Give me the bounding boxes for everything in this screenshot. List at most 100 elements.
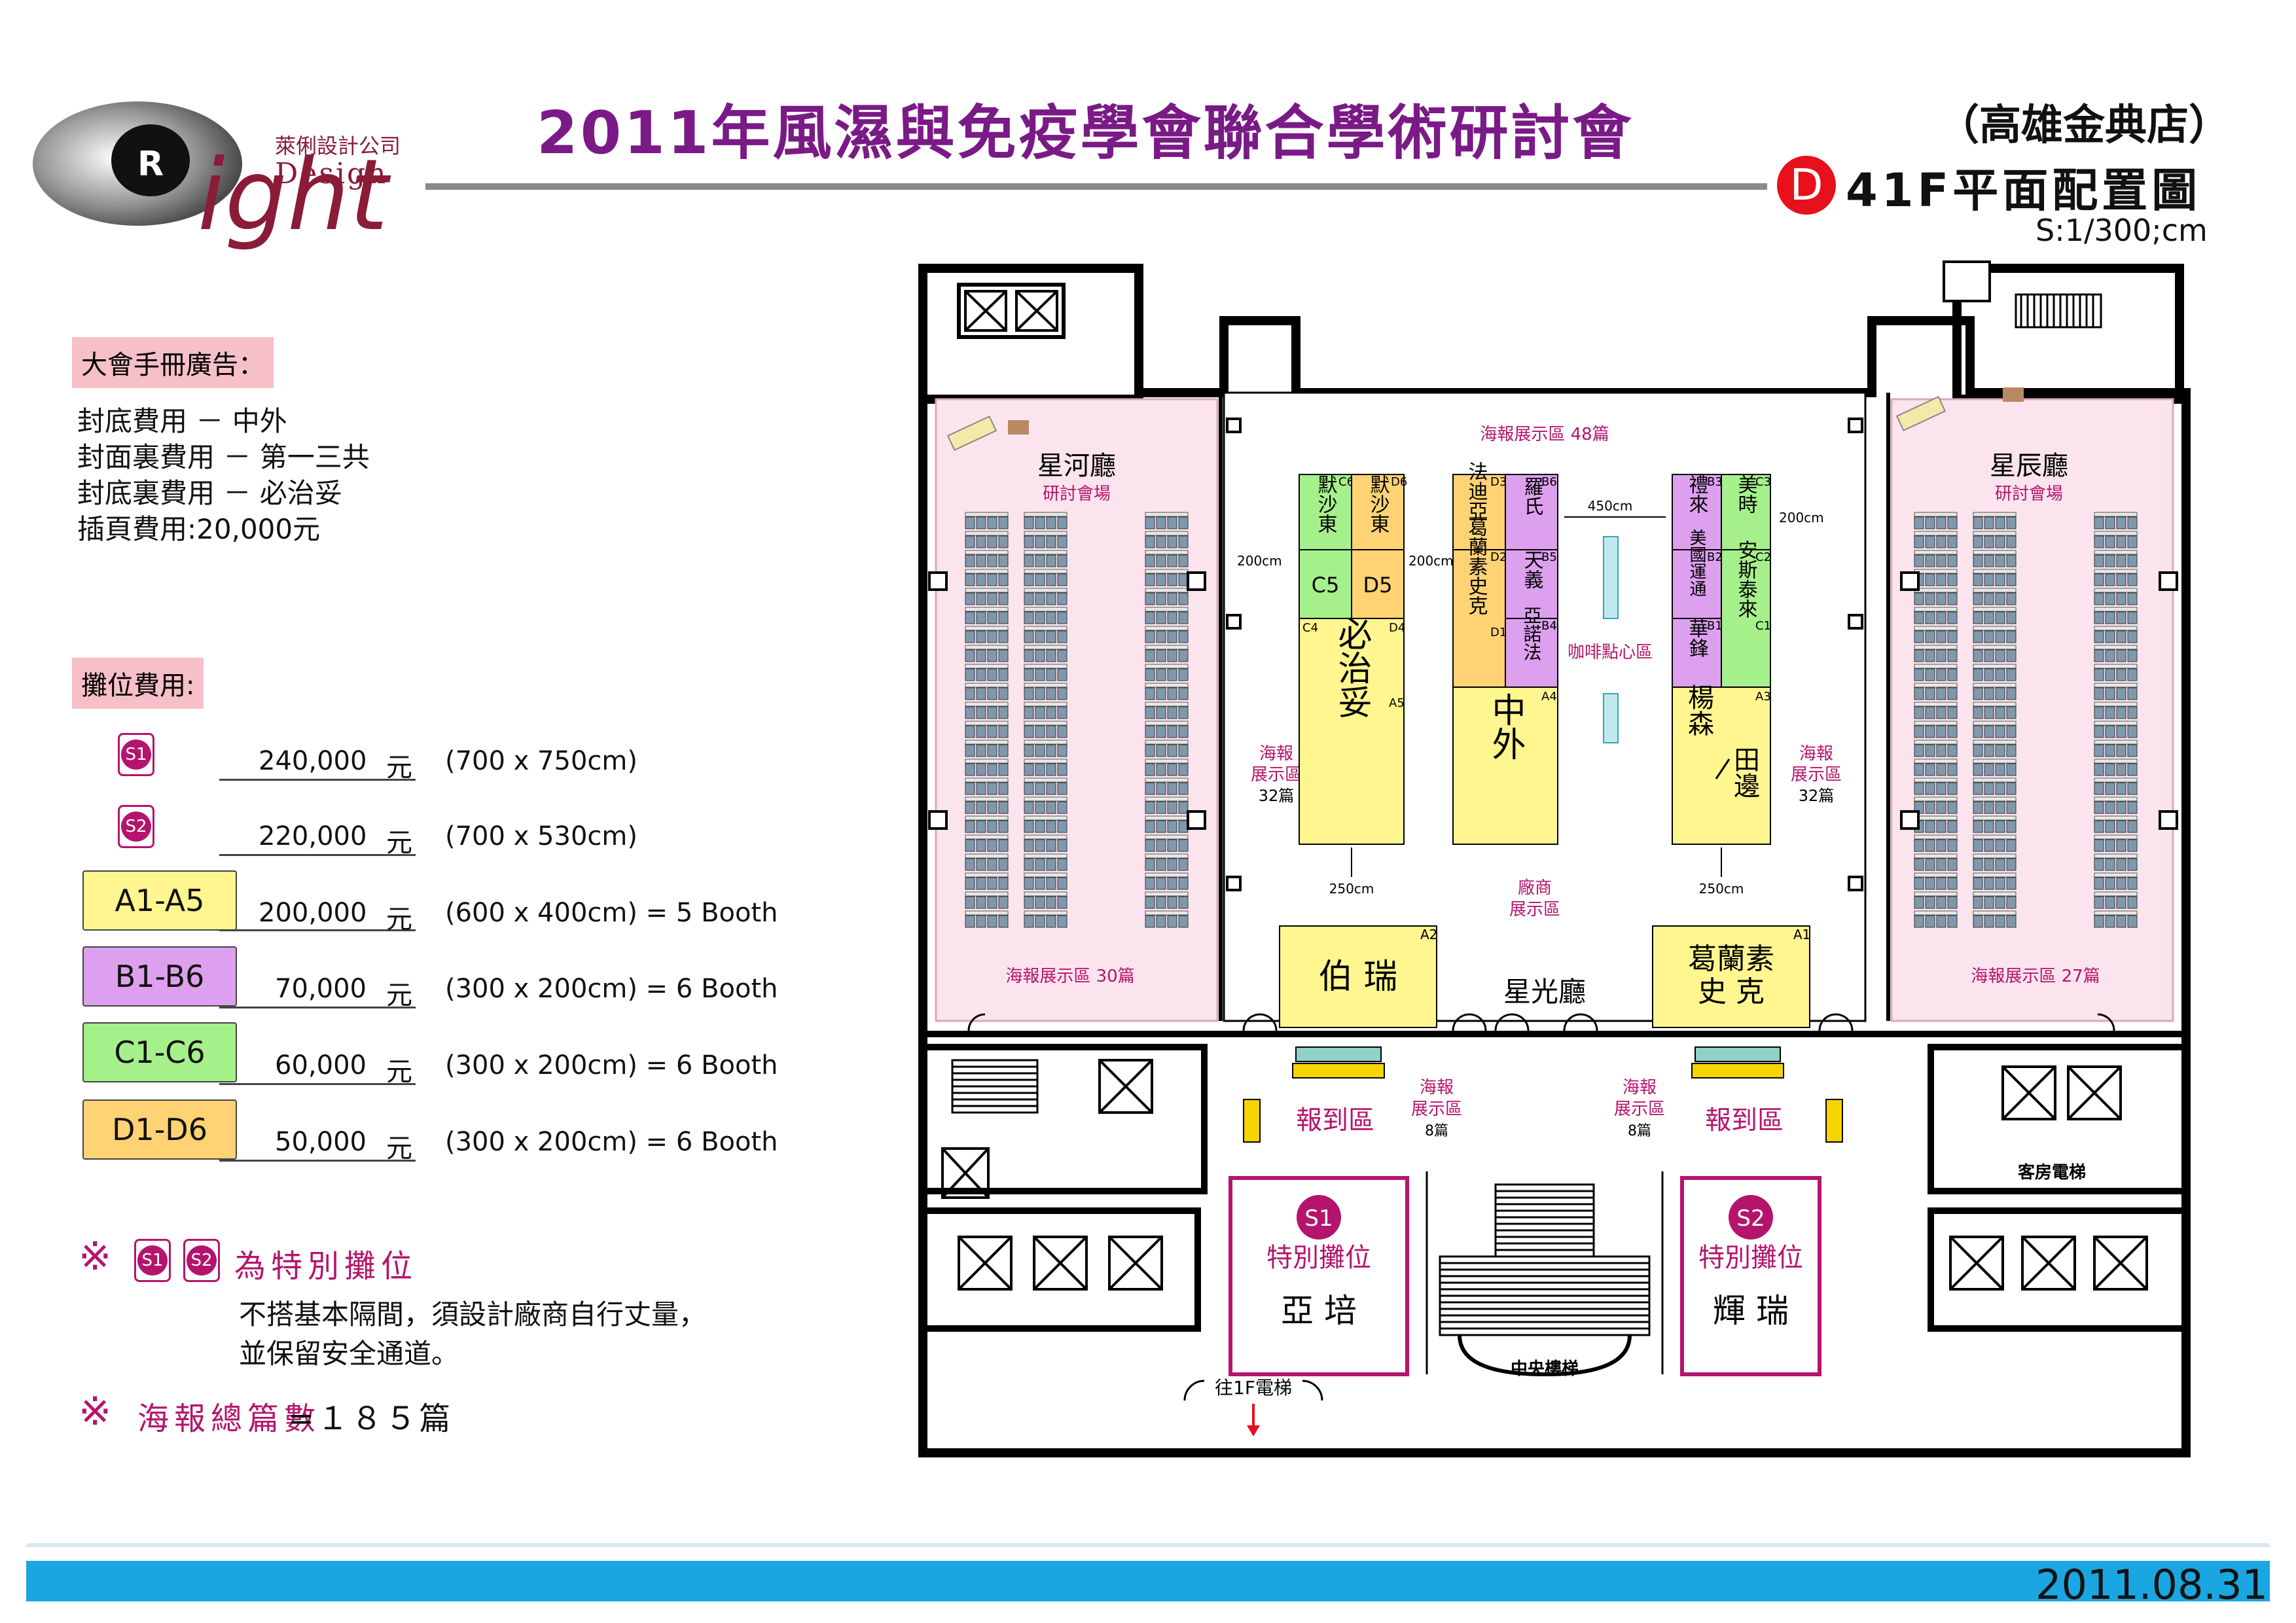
elevator-icon-top bbox=[957, 283, 1066, 339]
booth-D3[interactable]: D3 法迪亞 bbox=[1452, 461, 1507, 550]
booth-C6[interactable]: C6 默沙東 bbox=[1299, 474, 1354, 550]
booth-A2[interactable]: A2 伯 瑞 bbox=[1279, 925, 1437, 1028]
price-value-4: 70,000 bbox=[275, 974, 367, 1004]
booth-C3[interactable]: C3 美時 bbox=[1721, 474, 1771, 550]
door-row bbox=[967, 1013, 2115, 1031]
seat bbox=[1995, 687, 2005, 700]
table bbox=[965, 740, 1009, 745]
seat bbox=[1024, 858, 1034, 871]
svg-text:A1: A1 bbox=[1793, 927, 1810, 942]
seat bbox=[1024, 820, 1034, 833]
seat bbox=[976, 877, 986, 890]
booth-D2[interactable]: D2 D1 葛蘭素史克 bbox=[1452, 517, 1507, 688]
seat bbox=[998, 763, 1009, 776]
table bbox=[1973, 740, 2017, 745]
booth-A3[interactable]: A3 楊森 田邊 bbox=[1672, 684, 1771, 845]
seat bbox=[1947, 630, 1958, 643]
seat bbox=[1936, 535, 1946, 548]
seat bbox=[2094, 725, 2104, 738]
table bbox=[1914, 569, 1958, 574]
booth-B4[interactable]: B4 亞諾法 bbox=[1505, 606, 1558, 688]
seat bbox=[2116, 744, 2126, 757]
seat bbox=[1035, 535, 1045, 548]
seat bbox=[1057, 763, 1067, 776]
seat bbox=[2006, 858, 2017, 871]
seat bbox=[1936, 592, 1946, 605]
booth-C2[interactable]: C2 C1 安斯泰來 bbox=[1721, 540, 1771, 688]
poster-right-3: 32篇 bbox=[1799, 787, 1835, 805]
table bbox=[1973, 834, 2017, 840]
seat bbox=[1973, 554, 1983, 567]
booth-B5[interactable]: B5 天義 bbox=[1505, 549, 1558, 619]
header-divider bbox=[425, 183, 1767, 190]
seat bbox=[1024, 763, 1034, 776]
table bbox=[2094, 834, 2138, 840]
booth-B1[interactable]: B1 華鋒 bbox=[1672, 618, 1723, 688]
seat bbox=[1167, 649, 1177, 662]
seat bbox=[1046, 896, 1056, 909]
table bbox=[2094, 721, 2138, 726]
table bbox=[2094, 550, 2138, 555]
seat bbox=[976, 896, 986, 909]
seat bbox=[1925, 630, 1935, 643]
table bbox=[1145, 702, 1189, 707]
seat bbox=[1057, 668, 1067, 681]
table bbox=[2094, 512, 2138, 517]
price-spec-5: (300 x 200cm) = 6 Booth bbox=[445, 1050, 778, 1080]
seat bbox=[1984, 535, 1994, 548]
price-unit-5: 元 bbox=[386, 1057, 412, 1087]
seat bbox=[1035, 554, 1045, 567]
seat bbox=[2116, 782, 2126, 795]
booth-B6[interactable]: B6 羅氏 bbox=[1505, 474, 1558, 550]
booth-B3[interactable]: B3 禮來 bbox=[1672, 474, 1723, 550]
special-booth-s2[interactable]: S2 特別攤位 輝 瑞 bbox=[1680, 1176, 1821, 1376]
seat bbox=[1156, 592, 1166, 605]
seat bbox=[2105, 687, 2115, 700]
table bbox=[2094, 891, 2138, 897]
registration-side-right bbox=[1825, 1099, 1843, 1143]
booth-A5[interactable]: C4 D4 A5 必治妥 bbox=[1299, 616, 1405, 845]
table bbox=[1914, 550, 1958, 555]
table bbox=[2094, 777, 2138, 783]
svg-text:特別攤位: 特別攤位 bbox=[1266, 1243, 1371, 1273]
seat bbox=[1995, 554, 2005, 567]
seat bbox=[1925, 554, 1935, 567]
table bbox=[965, 910, 1009, 916]
table bbox=[965, 550, 1009, 555]
seat bbox=[987, 630, 997, 643]
seat bbox=[1995, 649, 2005, 662]
booth-D6[interactable]: D6 默沙東 bbox=[1351, 474, 1407, 550]
seat bbox=[1947, 516, 1958, 529]
table bbox=[965, 796, 1009, 802]
seat bbox=[1936, 649, 1946, 662]
seat bbox=[2006, 592, 2017, 605]
booth-A4[interactable]: A4 中外 bbox=[1452, 687, 1558, 845]
booth-D5[interactable]: D5 bbox=[1351, 549, 1405, 619]
seat bbox=[2006, 516, 2017, 529]
seat bbox=[1035, 782, 1045, 795]
table bbox=[965, 834, 1009, 840]
special-booth-s1[interactable]: S1 特別攤位 亞 培 bbox=[1229, 1176, 1409, 1376]
table bbox=[2094, 626, 2138, 631]
seat bbox=[1995, 858, 2005, 871]
seat bbox=[1178, 877, 1189, 890]
poster-right-2: 展示區 bbox=[1791, 765, 1842, 785]
table bbox=[1973, 702, 2017, 707]
booth-A1[interactable]: A1 葛蘭素 史 克 bbox=[1652, 925, 1810, 1028]
table bbox=[1024, 853, 1067, 859]
seat bbox=[2094, 915, 2104, 928]
seat bbox=[1046, 706, 1056, 719]
table bbox=[965, 683, 1009, 688]
table bbox=[965, 758, 1009, 764]
seat bbox=[1035, 668, 1045, 681]
svg-text:田邊: 田邊 bbox=[1729, 746, 1759, 798]
seat bbox=[2006, 877, 2017, 890]
seat bbox=[976, 554, 986, 567]
seat bbox=[1914, 744, 1924, 757]
seat bbox=[1145, 573, 1155, 586]
seat bbox=[2127, 630, 2138, 643]
seat bbox=[1995, 763, 2005, 776]
legend-s2-badge: S2 bbox=[118, 805, 154, 848]
table bbox=[1973, 512, 2017, 517]
booth-C5[interactable]: C5 bbox=[1299, 549, 1352, 619]
